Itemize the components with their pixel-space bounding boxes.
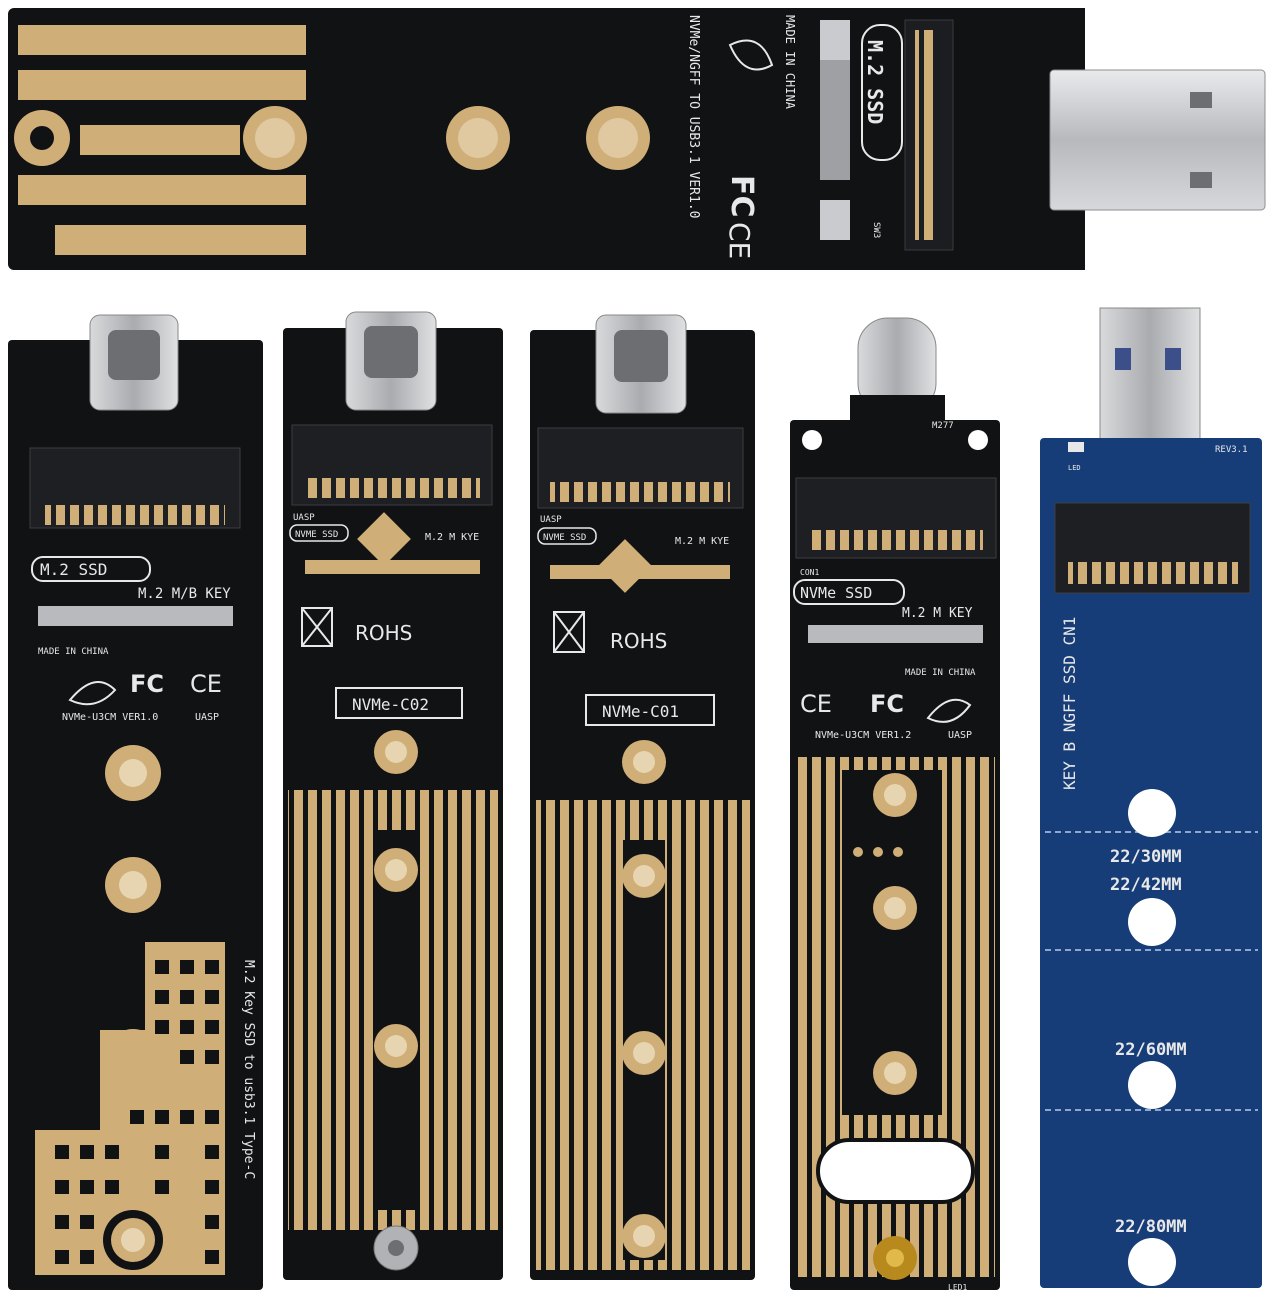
top-made-in-text: MADE IN CHINA (783, 15, 797, 110)
mounting-holes (842, 770, 942, 1115)
svg-text:NVMe SSD: NVMe SSD (800, 584, 872, 602)
model-text: NVMe-U3CM VER1.0 (62, 712, 158, 723)
nvme-ssd-label: NVMe SSD (793, 579, 905, 605)
rev-label: REV3.1 (1215, 445, 1248, 455)
usb-a-icon (1049, 69, 1266, 211)
ce-mark: CE (723, 222, 756, 259)
length-42: 22/42MM (1110, 875, 1182, 895)
fcc-mark: FC (724, 175, 759, 218)
screw-icon (873, 1236, 917, 1280)
led-label: LED1 (948, 1283, 967, 1292)
m2-ssd-label: M.2 SSD (861, 24, 903, 161)
usb-a-icon (1099, 307, 1201, 444)
board-5: REV3.1 LED KEY B NGFF SSD CN1 22/30MM 22… (1040, 307, 1262, 1288)
screw-icon (373, 1225, 419, 1271)
uasp-text: UASP (293, 513, 315, 523)
svg-text:M.2 SSD: M.2 SSD (40, 560, 107, 579)
fcc-mark: FC (870, 690, 904, 718)
oval-cutout (816, 1138, 975, 1204)
model-label: NVMe-C02 (335, 687, 463, 719)
board-top: NVMe/NGFF TO USB3.1 VER1.0 MADE IN CHINA… (8, 8, 1266, 270)
board-3: UASP NVME SSD M.2 M KYE ROHS NVMe-C01 (530, 314, 755, 1280)
board-4: M277 CON1 NVMe SSD M.2 M KEY MADE IN CHI… (790, 317, 1000, 1292)
svg-text:NVME SSD: NVME SSD (543, 533, 586, 543)
ce-mark: CE (190, 670, 222, 698)
model-label: NVMe-C01 (585, 694, 715, 726)
mounting-holes (622, 840, 666, 1260)
uasp-text: UASP (540, 515, 562, 525)
fcc-mark: FC (130, 670, 164, 698)
leaf-logo-icon (68, 681, 117, 706)
sw-label: SW3 (871, 222, 881, 238)
key-label: M.2 M KYE (675, 536, 729, 547)
led-label: LED (1068, 464, 1081, 472)
length-60: 22/60MM (1115, 1040, 1187, 1060)
gold-grid-pad (35, 942, 225, 1275)
key-label: M.2 M/B KEY (138, 586, 231, 602)
mounting-holes (14, 106, 650, 170)
mounting-holes (374, 830, 418, 1210)
con-label: CON1 (800, 568, 819, 577)
m2-ssd-label: M.2 SSD (31, 556, 151, 582)
length-marks (1045, 831, 1258, 1111)
leaf-logo-icon (926, 698, 972, 723)
rohs-icon (553, 611, 585, 653)
leaf-logo-icon (728, 39, 774, 71)
uasp-text: UASP (195, 712, 219, 723)
key-label: M.2 M KYE (425, 532, 479, 543)
board-2: UASP NVME SSD M.2 M KYE ROHS NVMe-C02 (283, 311, 503, 1280)
length-80: 22/80MM (1115, 1217, 1187, 1237)
svg-text:M.2 SSD: M.2 SSD (863, 40, 887, 124)
side-text: KEY B NGFF SSD CN1 (1060, 617, 1079, 790)
nvme-ssd-label: NVME SSD (537, 527, 597, 545)
rohs-icon (301, 607, 333, 647)
m2-slot (904, 19, 954, 251)
rohs-text: ROHS (610, 629, 667, 653)
svg-text:NVMe-C01: NVMe-C01 (602, 702, 679, 721)
gold-heat-fingers (18, 25, 306, 255)
length-30: 22/30MM (1110, 847, 1182, 867)
model-text: NVMe-U3CM VER1.2 (815, 730, 911, 741)
key-label: M.2 M KEY (902, 606, 973, 621)
rohs-text: ROHS (355, 621, 412, 645)
made-in-text: MADE IN CHINA (905, 668, 976, 678)
made-in-text: MADE IN CHINA (38, 647, 109, 657)
top-model-text: NVMe/NGFF TO USB3.1 VER1.0 (686, 15, 701, 219)
board-1: M.2 SSD M.2 M/B KEY MADE IN CHINA FC CE … (8, 314, 263, 1290)
uasp-text: UASP (948, 730, 972, 741)
side-text: M.2 Key SSD to usb3.1 Type-C (241, 960, 256, 1179)
usb-c-icon (595, 314, 687, 414)
svg-text:NVME SSD: NVME SSD (295, 530, 338, 540)
usb-c-icon (89, 314, 179, 411)
nvme-ssd-label: NVME SSD (289, 524, 349, 542)
part-label: M277 (932, 421, 954, 431)
usb-c-icon (345, 311, 437, 411)
ce-mark: CE (800, 690, 832, 718)
svg-text:NVMe-C02: NVMe-C02 (352, 695, 429, 714)
